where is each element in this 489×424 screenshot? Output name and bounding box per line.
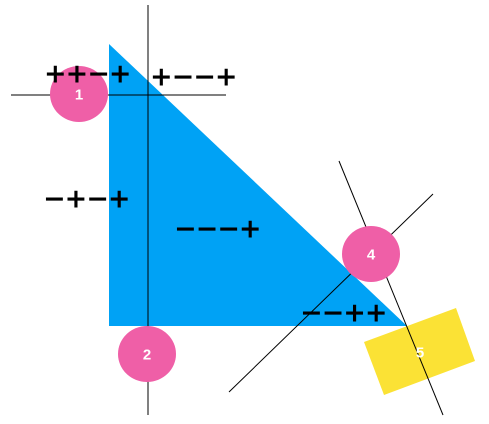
marker-1: 1 <box>50 66 108 122</box>
sign-group-center: −−−+ <box>174 214 261 245</box>
sign-group-top-right: +−−+ <box>150 62 237 93</box>
yellow-rectangle <box>364 308 475 395</box>
marker-5-label: 5 <box>416 345 424 362</box>
blue-triangle <box>109 44 407 326</box>
marker-1-circle <box>50 66 108 122</box>
marker-2-label: 2 <box>143 347 151 364</box>
marker-2-circle <box>118 326 176 382</box>
shallow-diagonal-line <box>228 193 434 393</box>
marker-4-label: 4 <box>367 247 376 264</box>
marker-1-label: 1 <box>75 87 83 104</box>
steep-diagonal-line <box>338 160 444 416</box>
marker-5: 5 <box>416 345 424 362</box>
sign-group-bottom-right: −−++ <box>300 298 387 329</box>
marker-4-circle <box>342 226 400 282</box>
marker-4: 4 <box>342 226 400 282</box>
sign-group-top-left: ++−+ <box>44 59 131 90</box>
sign-group-left: −+−+ <box>43 184 130 215</box>
marker-2: 2 <box>118 326 176 382</box>
